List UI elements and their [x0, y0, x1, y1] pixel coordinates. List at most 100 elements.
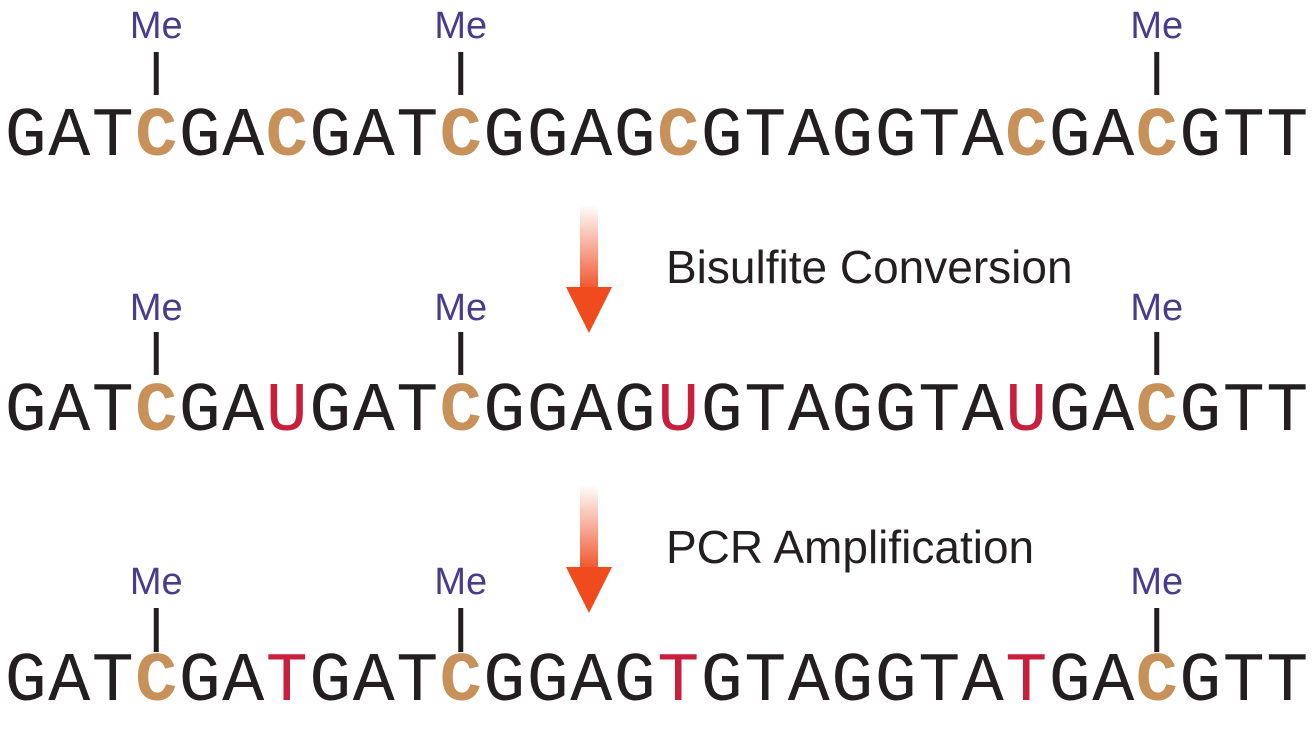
nucleotide: G — [527, 373, 569, 452]
nucleotide: G — [309, 373, 351, 452]
nucleotide: T — [1005, 643, 1047, 722]
nucleotide: G — [701, 98, 743, 177]
nucleotide: G — [5, 373, 47, 452]
nucleotide: T — [1223, 98, 1265, 177]
nucleotide: G — [483, 373, 525, 452]
nucleotide: G — [527, 643, 569, 722]
nucleotide: G — [309, 643, 351, 722]
down-arrow-icon — [566, 485, 612, 613]
nucleotide: G — [1179, 98, 1221, 177]
nucleotide: G — [701, 643, 743, 722]
nucleotide: C — [1136, 98, 1178, 177]
nucleotide: T — [1266, 643, 1308, 722]
nucleotide: A — [222, 373, 264, 452]
nucleotide: A — [570, 98, 612, 177]
nucleotide: T — [744, 643, 786, 722]
nucleotide: A — [222, 643, 264, 722]
nucleotide: T — [1223, 643, 1265, 722]
nucleotide: T — [744, 373, 786, 452]
nucleotide: A — [353, 373, 395, 452]
nucleotide: C — [1005, 98, 1047, 177]
nucleotide: T — [1266, 98, 1308, 177]
nucleotide: A — [1092, 643, 1134, 722]
nucleotide: T — [396, 98, 438, 177]
nucleotide: U — [266, 373, 308, 452]
nucleotide: T — [396, 373, 438, 452]
nucleotide: G — [1049, 373, 1091, 452]
nucleotide: G — [483, 98, 525, 177]
nucleotide: G — [1049, 643, 1091, 722]
nucleotide: T — [918, 643, 960, 722]
nucleotide: T — [657, 643, 699, 722]
nucleotide: A — [788, 643, 830, 722]
nucleotide: C — [135, 643, 177, 722]
nucleotide: A — [962, 98, 1004, 177]
nucleotide: C — [135, 98, 177, 177]
nucleotide: T — [266, 643, 308, 722]
nucleotide: A — [570, 643, 612, 722]
nucleotide: G — [527, 98, 569, 177]
nucleotide: U — [657, 373, 699, 452]
step-label-pcr: PCR Amplification — [666, 521, 1034, 573]
nucleotide: A — [788, 373, 830, 452]
nucleotide: C — [440, 373, 482, 452]
nucleotide: T — [1266, 373, 1308, 452]
nucleotide: G — [614, 373, 656, 452]
nucleotide: C — [440, 643, 482, 722]
methyl-label: Me — [434, 287, 487, 329]
nucleotide: G — [1049, 98, 1091, 177]
nucleotide: A — [353, 643, 395, 722]
nucleotide: G — [5, 98, 47, 177]
nucleotide: A — [48, 373, 90, 452]
nucleotide: T — [396, 643, 438, 722]
nucleotide: G — [614, 98, 656, 177]
methyl-label: Me — [130, 5, 183, 47]
nucleotide: U — [1005, 373, 1047, 452]
nucleotide: T — [92, 98, 134, 177]
nucleotide: T — [92, 373, 134, 452]
nucleotide: G — [5, 643, 47, 722]
nucleotide: A — [48, 643, 90, 722]
nucleotide: G — [875, 373, 917, 452]
nucleotide: G — [1179, 643, 1221, 722]
nucleotide: T — [918, 98, 960, 177]
nucleotide: G — [875, 643, 917, 722]
nucleotide: A — [788, 98, 830, 177]
nucleotide: G — [483, 643, 525, 722]
nucleotide: A — [962, 643, 1004, 722]
step-bisulfite: Bisulfite Conversion — [566, 205, 1073, 333]
methyl-label: Me — [130, 561, 183, 603]
nucleotide: C — [1136, 643, 1178, 722]
nucleotide: A — [1092, 373, 1134, 452]
methyl-label: Me — [130, 287, 183, 329]
nucleotide: G — [179, 643, 221, 722]
nucleotide: G — [831, 373, 873, 452]
nucleotide: G — [831, 643, 873, 722]
nucleotide: C — [266, 98, 308, 177]
nucleotide: T — [92, 643, 134, 722]
nucleotide: G — [831, 98, 873, 177]
methyl-label: Me — [1130, 561, 1183, 603]
methyl-label: Me — [1130, 5, 1183, 47]
nucleotide: A — [222, 98, 264, 177]
nucleotide: A — [353, 98, 395, 177]
nucleotide: T — [1223, 373, 1265, 452]
methyl-label: Me — [434, 5, 487, 47]
nucleotide: G — [309, 98, 351, 177]
methyl-label: Me — [434, 561, 487, 603]
nucleotide: C — [135, 373, 177, 452]
nucleotide: G — [614, 643, 656, 722]
nucleotide: G — [179, 98, 221, 177]
nucleotide: A — [570, 373, 612, 452]
down-arrow-icon — [566, 205, 612, 333]
nucleotide: C — [440, 98, 482, 177]
nucleotide: T — [744, 98, 786, 177]
nucleotide: A — [1092, 98, 1134, 177]
nucleotide: G — [875, 98, 917, 177]
nucleotide: G — [1179, 373, 1221, 452]
nucleotide: A — [962, 373, 1004, 452]
